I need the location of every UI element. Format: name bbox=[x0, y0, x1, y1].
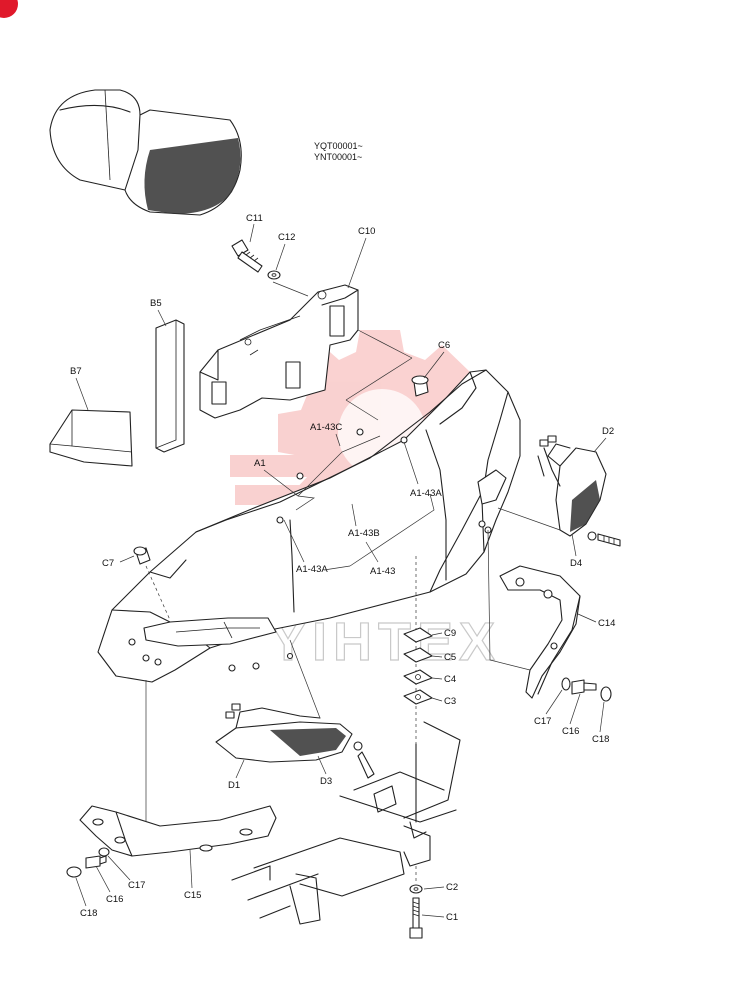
plug-c7 bbox=[133, 546, 151, 565]
bracket-c14 bbox=[499, 565, 581, 699]
label-d1: D1 bbox=[228, 780, 240, 791]
label-c17-left: C17 bbox=[128, 880, 145, 891]
label-c11: C11 bbox=[246, 213, 263, 224]
bracket-c10 bbox=[199, 284, 359, 419]
washer-c12 bbox=[267, 270, 281, 280]
machine-reference-view bbox=[49, 89, 242, 216]
bolt-c1 bbox=[409, 897, 423, 939]
label-c4: C4 bbox=[444, 674, 456, 685]
plate-c4 bbox=[403, 669, 433, 685]
machine-frame bbox=[231, 721, 461, 925]
washer-c2 bbox=[409, 884, 423, 894]
bolt-c16-right bbox=[571, 679, 597, 695]
cover-a1 bbox=[97, 369, 521, 683]
label-a1-43b: A1-43B bbox=[348, 528, 380, 539]
label-c16-left: C16 bbox=[106, 894, 123, 905]
label-d3: D3 bbox=[320, 776, 332, 787]
screw-d4 bbox=[587, 531, 621, 547]
label-c2: C2 bbox=[446, 882, 458, 893]
label-c18-left: C18 bbox=[80, 908, 97, 919]
label-c18-right: C18 bbox=[592, 734, 609, 745]
label-c6: C6 bbox=[438, 340, 450, 351]
serial-number-yqt: YQT00001~ bbox=[314, 141, 363, 151]
washer-c17-left bbox=[98, 847, 110, 857]
plate-c9 bbox=[403, 627, 433, 643]
screw-d3 bbox=[353, 741, 375, 779]
label-c3: C3 bbox=[444, 696, 456, 707]
cap-c18-left bbox=[66, 866, 82, 878]
label-c1: C1 bbox=[446, 912, 458, 923]
cap-c18-right bbox=[600, 686, 612, 702]
label-c14: C14 bbox=[598, 618, 615, 629]
washer-c17-right bbox=[561, 677, 571, 691]
label-c16-right: C16 bbox=[562, 726, 579, 737]
label-c15: C15 bbox=[184, 890, 201, 901]
bracket-c15 bbox=[79, 805, 277, 857]
label-a1: A1 bbox=[254, 458, 266, 469]
label-a1-43c: A1-43C bbox=[310, 422, 342, 433]
label-c9: C9 bbox=[444, 628, 456, 639]
label-d4: D4 bbox=[570, 558, 582, 569]
bolt-c11 bbox=[231, 239, 263, 273]
label-c17-right: C17 bbox=[534, 716, 551, 727]
label-c5: C5 bbox=[444, 652, 456, 663]
label-a1-43: A1-43 bbox=[370, 566, 395, 577]
plate-c3 bbox=[403, 689, 433, 705]
lamp-d1 bbox=[215, 703, 353, 763]
label-a1-43a-right: A1-43A bbox=[410, 488, 442, 499]
serial-number-ynt: YNT00001~ bbox=[314, 152, 362, 162]
corner-badge bbox=[0, 0, 18, 18]
label-b5: B5 bbox=[150, 298, 162, 309]
label-a1-43a-left: A1-43A bbox=[296, 564, 328, 575]
panel-b7 bbox=[49, 409, 133, 467]
label-c12: C12 bbox=[278, 232, 295, 243]
label-c10: C10 bbox=[358, 226, 375, 237]
label-c7: C7 bbox=[102, 558, 114, 569]
panel-b5 bbox=[155, 319, 185, 453]
lamp-d2 bbox=[537, 435, 607, 537]
bolt-c16-left bbox=[85, 855, 107, 869]
label-d2: D2 bbox=[602, 426, 614, 437]
label-b7: B7 bbox=[70, 366, 82, 377]
plug-c6 bbox=[411, 375, 429, 397]
